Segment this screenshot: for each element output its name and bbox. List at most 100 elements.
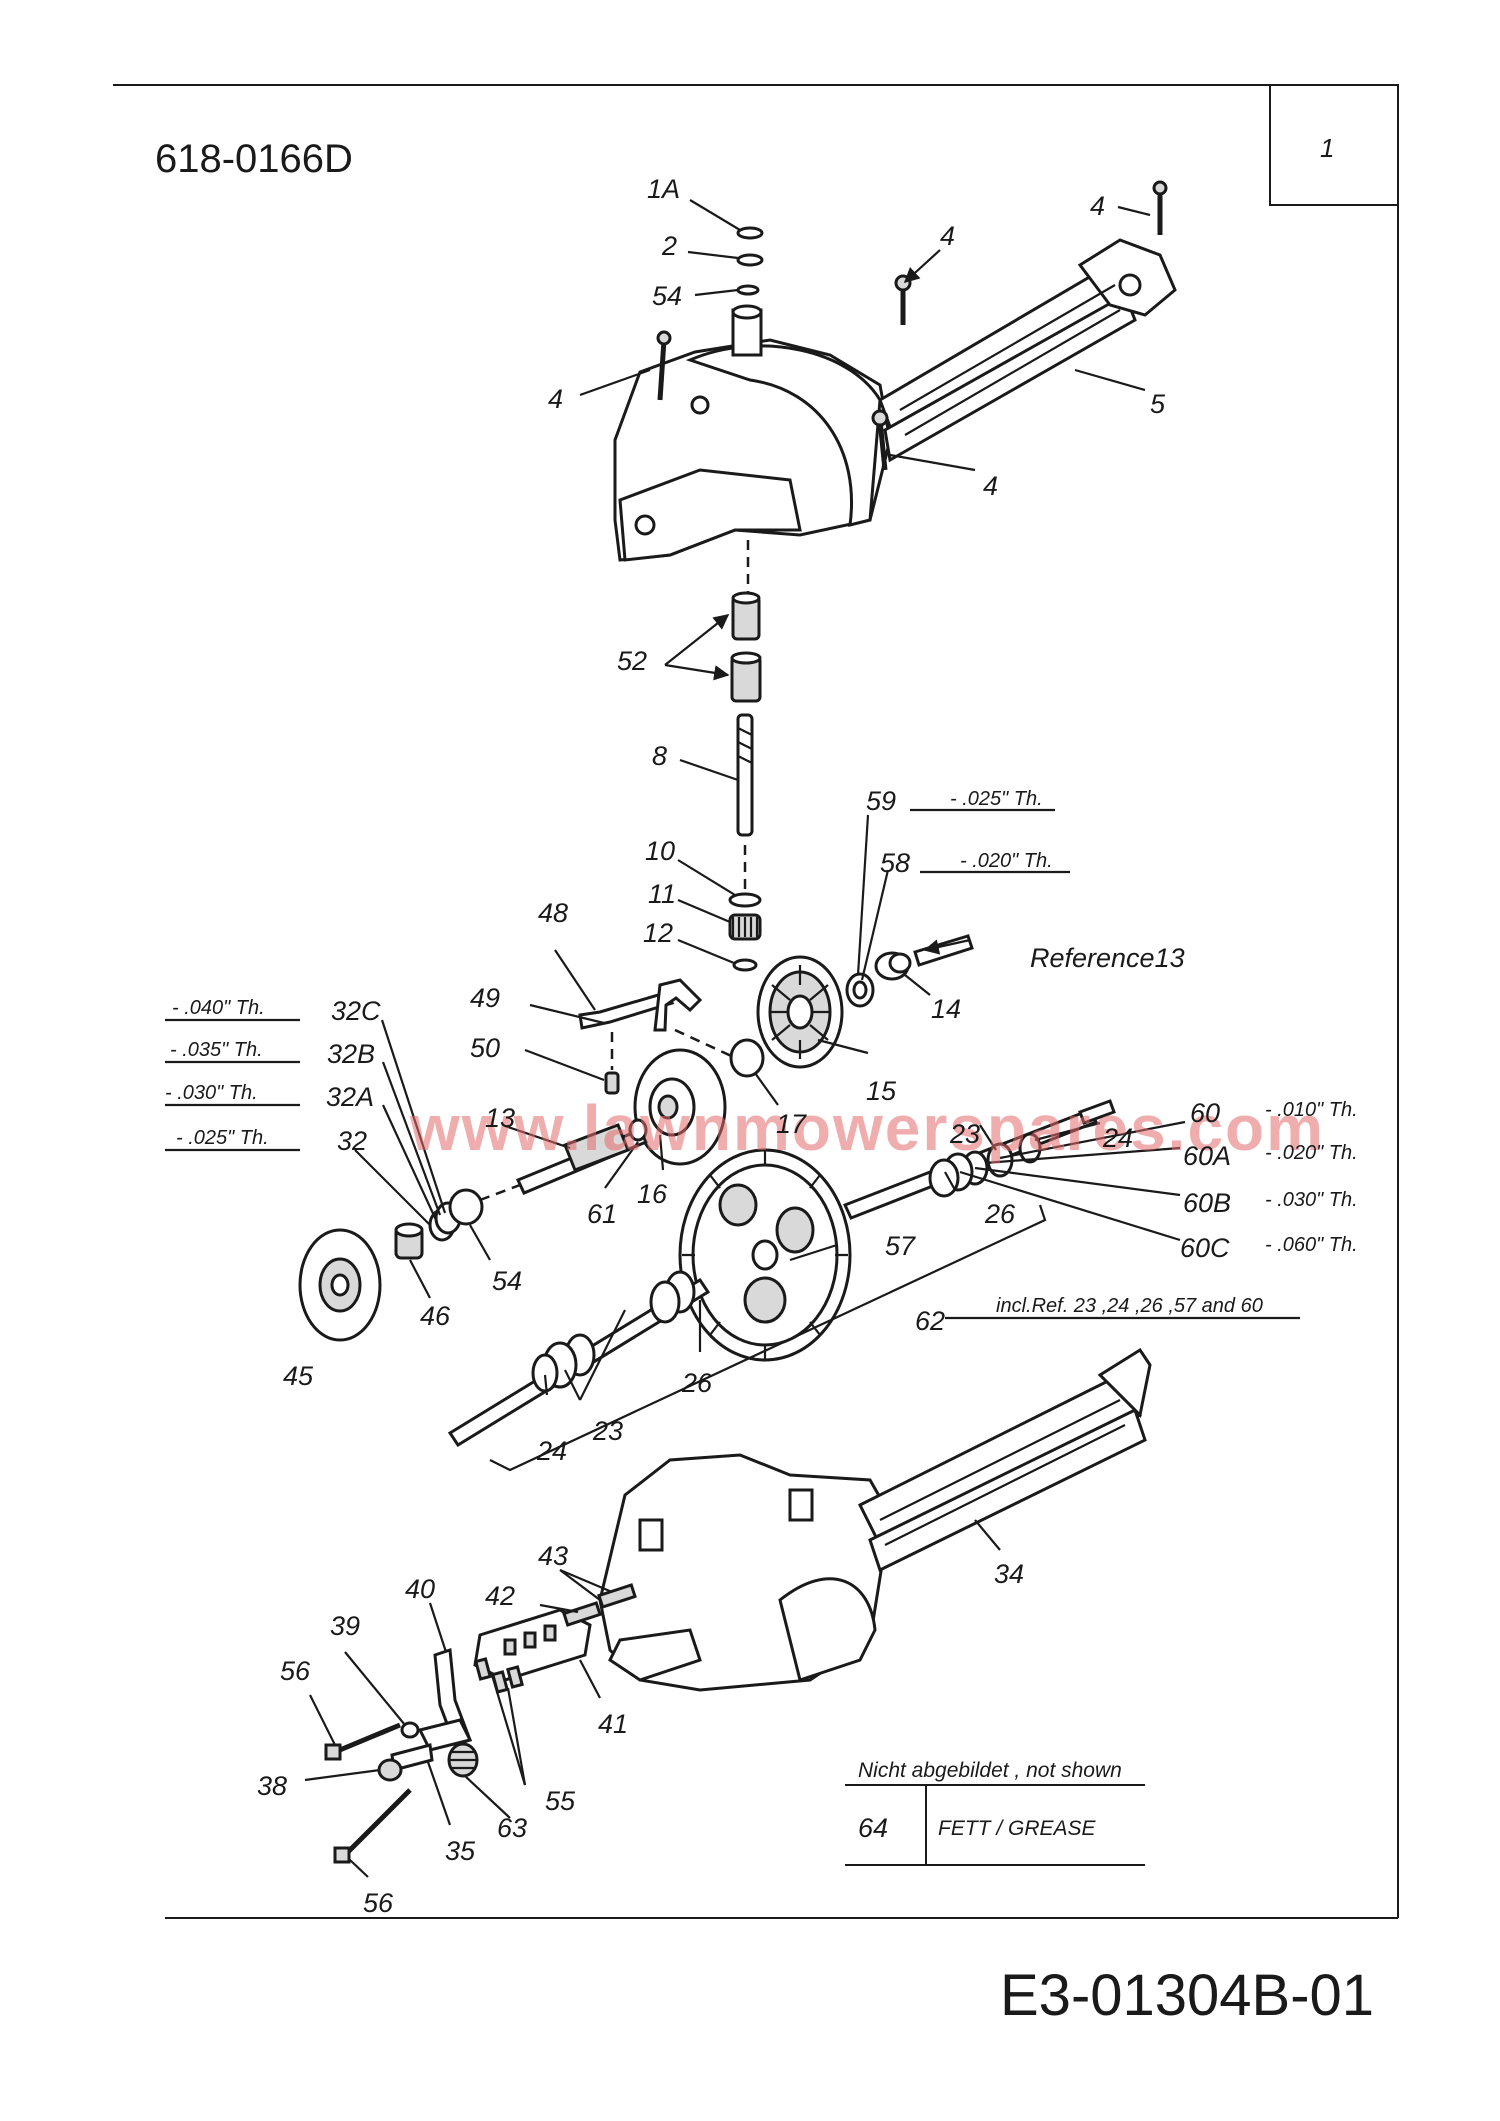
pinion-gear-11: [728, 913, 762, 941]
label-10: 10: [645, 836, 675, 866]
label-50: 50: [470, 1033, 500, 1063]
bushing-52-upper: [731, 591, 761, 641]
label-24-bottom: 24: [536, 1436, 567, 1466]
label-60: 60: [1190, 1098, 1220, 1128]
page-number: 1: [1320, 133, 1334, 163]
label-4-lower: 4: [983, 471, 998, 501]
washer-39: [400, 1721, 420, 1739]
label-26-bottom: 26: [681, 1368, 713, 1398]
watermark: www.lawnmowerspares.com: [409, 1092, 1325, 1164]
part-labels: 1A 2 54 4 4 4 4 5 52 8 10 11 12 59 58 14…: [257, 174, 1231, 1918]
lower-housing-34: [598, 1347, 1152, 1692]
label-32: 32: [337, 1126, 367, 1156]
not-shown-table: Nicht abgebildet , not shown 64 FETT / G…: [845, 1759, 1145, 1866]
label-41: 41: [598, 1709, 628, 1739]
label-40: 40: [405, 1574, 435, 1604]
label-17: 17: [776, 1109, 807, 1139]
shift-fork-48: [578, 978, 703, 1032]
label-45: 45: [283, 1361, 314, 1391]
bolt-56-upper: [324, 1722, 401, 1761]
bushing-52-lower: [730, 651, 762, 703]
thickness-notes: - .025" Th. - .020" Th. - .040" Th. - .0…: [165, 788, 1358, 1317]
collar-17: [729, 1038, 765, 1078]
assembly-note-62: incl.Ref. 23 ,24 ,26 ,57 and 60: [996, 1295, 1263, 1317]
bushing-14: [874, 951, 912, 981]
bolt-4-left: [656, 330, 672, 401]
note-32B-thickness: - .035" Th.: [170, 1039, 263, 1061]
label-1A: 1A: [647, 174, 680, 204]
bolt-56-lower: [333, 1788, 412, 1864]
label-60B: 60B: [1183, 1188, 1231, 1218]
label-58: 58: [880, 848, 910, 878]
label-23-bottom: 23: [592, 1416, 623, 1446]
upper-housing-part-5: [613, 238, 1177, 562]
label-26-top: 26: [984, 1199, 1016, 1229]
label-46: 46: [420, 1301, 451, 1331]
gear-57: [678, 1148, 852, 1362]
label-16: 16: [637, 1179, 668, 1209]
washer-54-mid: [448, 1188, 484, 1226]
label-56-bottom: 56: [363, 1888, 394, 1918]
bolt-4-lower: [871, 409, 889, 471]
spring-42: [562, 1601, 602, 1627]
bevel-gear-15: [756, 955, 844, 1069]
shaft-8: [736, 713, 754, 837]
label-34: 34: [994, 1559, 1024, 1589]
not-shown-description: FETT / GREASE: [938, 1817, 1097, 1840]
note-32A-thickness: - .030" Th.: [165, 1082, 258, 1104]
note-58-thickness: - .020" Th.: [960, 850, 1053, 872]
shaft-13: [515, 1123, 649, 1195]
label-38: 38: [257, 1771, 287, 1801]
label-5: 5: [1150, 389, 1166, 419]
drawing-frame: [113, 84, 1399, 1919]
spring-50: [604, 1071, 620, 1095]
label-42: 42: [485, 1581, 515, 1611]
washer-58: [852, 980, 868, 1000]
label-63: 63: [497, 1813, 527, 1843]
not-shown-heading: Nicht abgebildet , not shown: [858, 1759, 1122, 1782]
pulley-45: [298, 1228, 382, 1342]
label-8: 8: [652, 741, 667, 771]
assembly-bracket-62: [489, 1204, 1047, 1472]
label-60C: 60C: [1180, 1233, 1230, 1263]
springs-43: [597, 1583, 637, 1609]
label-2: 2: [661, 231, 677, 261]
not-shown-part-number: 64: [858, 1813, 888, 1843]
label-55: 55: [545, 1786, 576, 1816]
note-32C-thickness: - .040" Th.: [172, 997, 265, 1019]
note-32-thickness: - .025" Th.: [176, 1127, 269, 1149]
model-number: 618-0166D: [155, 137, 353, 181]
leader-lines: [165, 199, 1300, 1878]
label-49: 49: [470, 983, 500, 1013]
label-60A: 60A: [1183, 1141, 1231, 1171]
washer-61: [628, 1118, 648, 1142]
label-43: 43: [538, 1541, 568, 1571]
label-52: 52: [617, 646, 647, 676]
label-35: 35: [445, 1836, 476, 1866]
nut-38: [377, 1758, 403, 1782]
washer-54-top: [736, 284, 760, 296]
label-39: 39: [330, 1611, 360, 1641]
shaft-13-axis: [479, 1183, 521, 1202]
note-59-thickness: - .025" Th.: [950, 788, 1043, 810]
note-60-thickness: - .010" Th.: [1265, 1099, 1358, 1121]
note-60A-thickness: - .020" Th.: [1265, 1142, 1358, 1164]
label-14: 14: [931, 994, 961, 1024]
label-24-top: 24: [1102, 1123, 1133, 1153]
label-62: 62: [915, 1306, 945, 1336]
note-60B-thickness: - .030" Th.: [1265, 1189, 1358, 1211]
label-32B: 32B: [327, 1039, 375, 1069]
gear-16: [633, 1048, 727, 1166]
label-15: 15: [866, 1076, 897, 1106]
label-61: 61: [587, 1199, 617, 1229]
washer-10: [728, 892, 762, 908]
label-11: 11: [648, 879, 676, 909]
label-4-right: 4: [1090, 191, 1105, 221]
label-57: 57: [885, 1231, 916, 1261]
bolt-4-right: [1152, 180, 1168, 235]
detent-block-41: [473, 1608, 592, 1682]
label-13: 13: [485, 1103, 515, 1133]
shift-lever-40: [417, 1647, 473, 1752]
label-reference13: Reference13: [1030, 943, 1185, 973]
